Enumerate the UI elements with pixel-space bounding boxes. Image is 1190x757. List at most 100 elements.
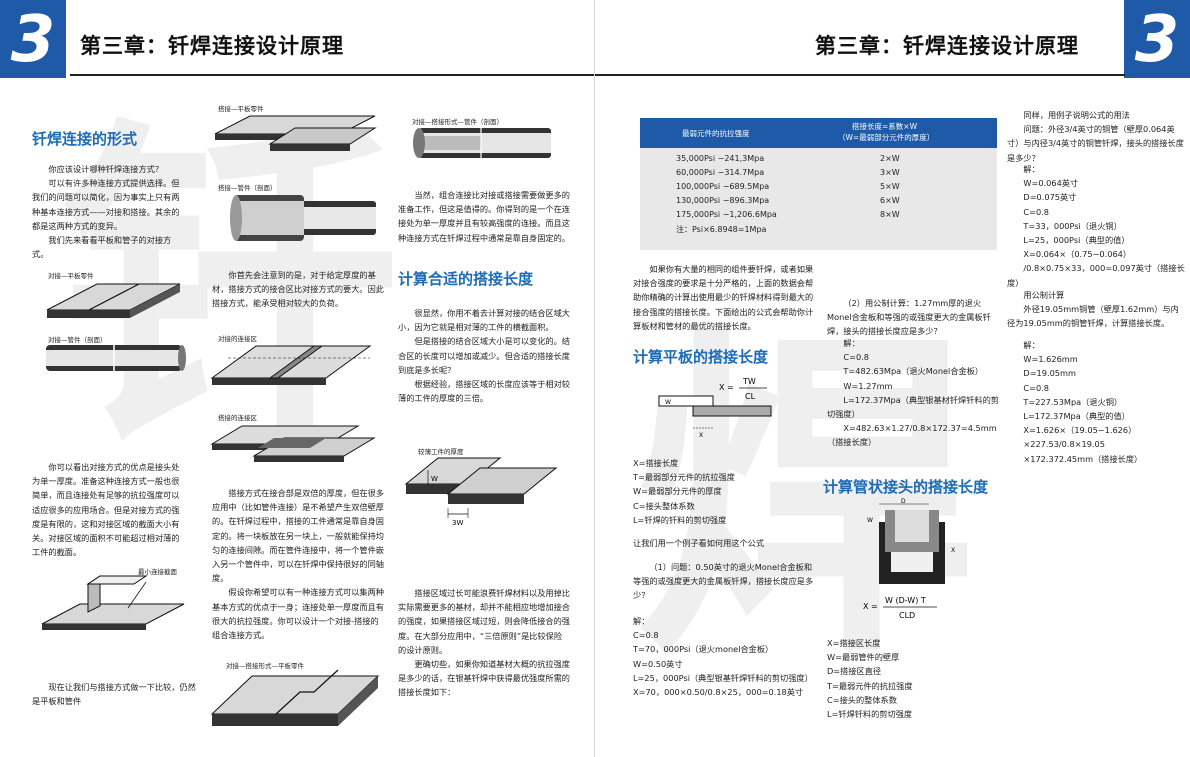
table-cell-length: 2×W bbox=[880, 154, 900, 163]
sol3-line: C=0.8 bbox=[1023, 206, 1049, 217]
sol4-line: X=1.626×（19.05−1.626） bbox=[1023, 425, 1137, 436]
label-plate-x: X bbox=[699, 432, 703, 439]
intro-paragraphs: 你应该设计哪种钎焊连接方式？ 可以有许多种连接方式提供选择。但我们的问题可以简化，… bbox=[32, 162, 187, 261]
compare-line: 现在让我们与搭接方式做一下比较，仍然是平板和管件 bbox=[32, 682, 196, 707]
sol3-line: D=0.075英寸 bbox=[1023, 192, 1077, 203]
chapter-number-badge: 3 bbox=[0, 0, 66, 78]
calc-line: 但是搭接的结合区域大小是可以变化的。结合区的长度可以增加或减少。但合适的搭接长度… bbox=[398, 336, 570, 375]
caption-butt-tube: 对接—管件（剖面） bbox=[48, 336, 107, 344]
table-cell-strength: 60,000Psi −314.7Mpa bbox=[676, 168, 765, 177]
figure-min-section bbox=[41, 575, 185, 630]
table-head-length-note: （W=最弱部分元件的厚度） bbox=[838, 133, 935, 142]
table-cell-strength: 100,000Psi −689.5Mpa bbox=[676, 182, 770, 191]
table-head-length: 搭接长度=系数×W bbox=[852, 122, 917, 131]
sol4-line: T=227.53Mpa（退火铜） bbox=[1023, 396, 1123, 407]
caption-butt-lap-plate: 对接—搭接形式—平板零件 bbox=[226, 662, 304, 670]
lapdouble-line: 假设你希望可以有一种连接方式可以集两种基本方式的优点于一身；连接处单一厚度而且有… bbox=[212, 587, 384, 641]
defsplate-line: C=接头整体系数 bbox=[633, 500, 695, 511]
label-tube-w: W bbox=[867, 517, 873, 524]
defstube-line: X=搭接区长度 bbox=[827, 638, 881, 648]
table-cell-strength: 130,000Psi −896.3Mpa bbox=[676, 196, 770, 205]
sol2-line: L=172.37Mpa（典型银基材钎焊钎料的剪切强度） bbox=[827, 394, 999, 420]
caption-lap-plate: 搭接—平板零件 bbox=[218, 105, 264, 113]
intro-line: 你应该设计哪种钎焊连接方式？ bbox=[48, 164, 164, 174]
sol2-line: X=482.63×1.27/0.8×172.37=4.5mm（搭接长度） bbox=[827, 423, 997, 448]
defstube-line: T=最弱元件的抗拉强度 bbox=[827, 680, 913, 691]
compare-text: 现在让我们与搭接方式做一下比较，仍然是平板和管件 bbox=[32, 680, 197, 708]
butt-advantage-text: 你可以看出对接方式的优点是接头处为单一厚度。准备这种连接方式一般也很简单，而且连… bbox=[32, 460, 187, 559]
sol1-line: W=0.50英寸 bbox=[633, 658, 683, 669]
lapnote-line: 你首先会注意到的是，对于给定厚度的基材，搭接方式的接合区比对接方式的要大。因此搭… bbox=[212, 270, 384, 309]
question-3: 同样，用例子说明公式的用法问题：外径3/4英寸的铜管（壁厚0.064英寸）与内径… bbox=[1007, 108, 1185, 165]
table-cell-length: 5×W bbox=[880, 182, 900, 191]
defstube-line: L=钎焊钎料的剪切强度 bbox=[827, 709, 913, 720]
formula-plate-num: TW bbox=[742, 377, 756, 386]
figure-three-w: W 3W bbox=[404, 457, 558, 527]
caption-butt-lap-tube: 对接—搭接形式—管件（剖面） bbox=[412, 118, 503, 126]
table-cell-length: 6×W bbox=[880, 196, 900, 205]
lap-note-text: 你首先会注意到的是，对于给定厚度的基材，搭接方式的接合区比对接方式的要大。因此搭… bbox=[212, 268, 384, 311]
sol3-line: /0.8×0.75×33，000=0.097英寸（搭接长度） bbox=[1007, 263, 1185, 288]
q4-line: 外径19.05mm铜管（壁厚1.62mm）与内径为19.05mm的铜管钎焊，计算… bbox=[1007, 304, 1179, 329]
calc2-text: 搭接区域过长可能浪费钎焊材料以及用掉比实际需要更多的基材，却并不能相应地增加接合… bbox=[398, 586, 570, 700]
table-cell-length: 3×W bbox=[880, 168, 900, 177]
caption-butt-plate: 对接—平板零件 bbox=[48, 272, 94, 280]
figure-butt-zone bbox=[210, 345, 372, 385]
label-3w: 3W bbox=[452, 519, 463, 527]
sol3-line: L=25，000Psi（典型的值） bbox=[1023, 235, 1130, 246]
metric-heading: 用公制计算 bbox=[1007, 288, 1185, 302]
table-cell-strength: 175,000Psi −1,206.6Mpa bbox=[676, 210, 777, 219]
table-row: 35,000Psi −241,3Mpa 2×W bbox=[640, 154, 997, 168]
table-cell-strength: 35,000Psi −241,3Mpa bbox=[676, 154, 765, 163]
q2-line: （2）用公制计算：1.27mm厚的退火Monel合金板和等强的或强度更大的金属板… bbox=[827, 298, 991, 337]
sol3-line: 解： bbox=[1023, 164, 1040, 174]
defstube-line: C=接头的整体系数 bbox=[827, 694, 897, 705]
intro-line: 可以有许多种连接方式提供选择。但我们的问题可以简化，因为事实上只有两种基本连接方… bbox=[32, 178, 180, 231]
q1-line: （1）问题：0.50英寸的退火Monel合金板和等强的或强度更大的金属板钎焊，搭… bbox=[633, 562, 814, 601]
caption-min-section: 最小连接截面 bbox=[138, 568, 177, 576]
figure-butt-lap-plate bbox=[210, 669, 380, 726]
table-note: 注：Psi×6.8948=1Mpa bbox=[676, 225, 767, 234]
heading-joint-forms: 钎焊连接的形式 bbox=[32, 130, 138, 148]
sol4-line: ×227.53/0.8×19.05 bbox=[1023, 439, 1105, 450]
table-row: 100,000Psi −689.5Mpa 5×W bbox=[640, 182, 997, 196]
q3-line: 同样，用例子说明公式的用法 bbox=[1023, 110, 1130, 120]
sol2-line: T=482.63Mpa（退火Monel合金板） bbox=[843, 366, 984, 377]
formula-tube-num: W (D-W) T bbox=[885, 596, 926, 605]
defsplate-line: T=最弱部分元件的抗拉强度 bbox=[633, 472, 735, 483]
sol1-line: C=0.8 bbox=[633, 630, 659, 641]
label-w: W bbox=[431, 475, 438, 483]
sol2-line: 解： bbox=[843, 338, 860, 348]
lap-double-text: 搭接方式在接合部是双倍的厚度，但在很多应用中（比如管件连接）是不希望产生双倍壁厚… bbox=[212, 486, 384, 642]
label-tube-x: X bbox=[951, 547, 955, 554]
sol1-line: 解： bbox=[633, 616, 650, 626]
heading-calc-lap: 计算合适的搭接长度 bbox=[398, 270, 534, 288]
calc2-line: 搭接区域过长可能浪费钎焊材料以及用掉比实际需要更多的基材，却并不能相应地增加接合… bbox=[398, 588, 570, 655]
heading-calc-plate: 计算平板的搭接长度 bbox=[633, 348, 769, 366]
q3-line: 问题：外径3/4英寸的铜管（壁厚0.064英寸）与内径3/4英寸的铜管钎焊，接头… bbox=[1007, 124, 1184, 163]
caption-lap-tube: 搭接—管件（剖面） bbox=[218, 184, 277, 192]
combo-line: 当然，组合连接比对接或搭接需要做更多的准备工作，但这是值得的。你得到的是一个在连… bbox=[398, 190, 570, 243]
many-line: 如果你有大量的相同的组件要钎焊，或者如果对接合强度的要求是十分严格的，上面的数据… bbox=[633, 264, 814, 331]
table-row: 130,000Psi −896.3Mpa 6×W bbox=[640, 196, 997, 210]
calc-text: 很显然，你用不着去计算对接的结合区域大小，因为它就是相对薄的工件的横截面积。但是… bbox=[398, 306, 570, 405]
sol1-line: L=25，000Psi（典型银基钎焊钎料的剪切强度） bbox=[633, 672, 813, 683]
right-page: 焊 3 第三章：钎焊连接设计原理 最弱元件的抗拉强度 搭接长度=系数×W （W=… bbox=[595, 0, 1190, 757]
formula-plate-x: X = bbox=[719, 383, 734, 392]
heading-calc-tube: 计算管状接头的搭接长度 bbox=[823, 478, 989, 496]
sol1-line: X=70，000×0.50/0.8×25，000=0.18英寸 bbox=[633, 687, 804, 698]
defstube-line: W=最弱管件的壁厚 bbox=[827, 652, 900, 663]
figure-lap-plate bbox=[214, 115, 377, 151]
chapter-title: 第三章：钎焊连接设计原理 bbox=[80, 34, 344, 58]
figure-butt-lap-tube bbox=[413, 128, 551, 158]
buttadv-line: 你可以看出对接方式的优点是接头处为单一厚度。准备这种连接方式一般也很简单，而且连… bbox=[32, 462, 180, 558]
intro-line: 我们先来看看平板和管子的对接方式。 bbox=[32, 235, 172, 260]
question-1: （1）问题：0.50英寸的退火Monel合金板和等强的或强度更大的金属板钎焊，搭… bbox=[633, 560, 815, 603]
table-head-strength: 最弱元件的抗拉强度 bbox=[682, 129, 750, 138]
figure-butt-plate bbox=[46, 283, 181, 318]
